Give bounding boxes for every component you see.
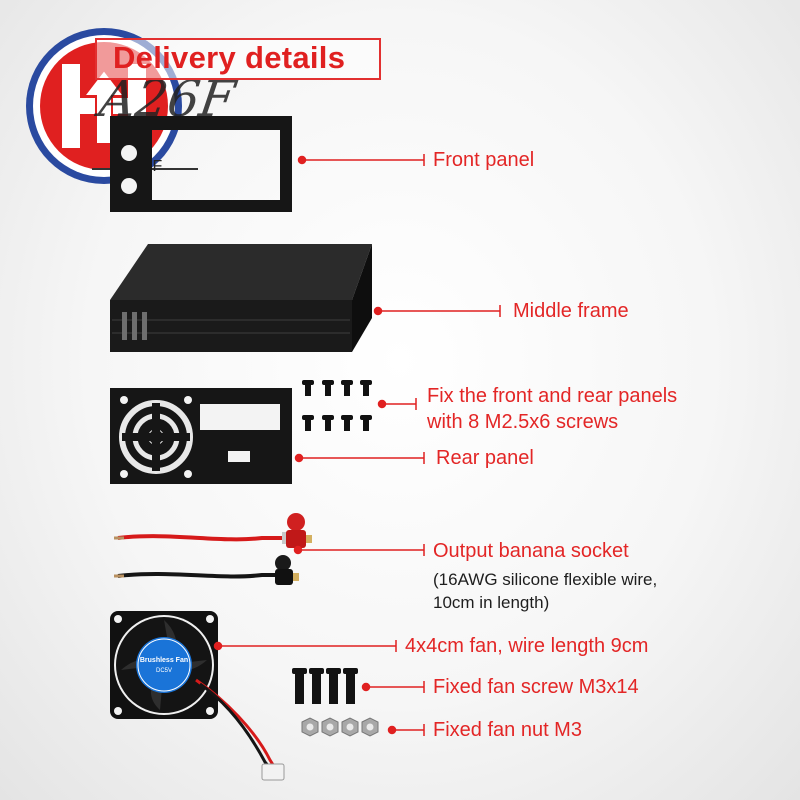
note-wire-line1: (16AWG silicone flexible wire, [433, 570, 658, 589]
note-wire-line2: 10cm in length) [433, 593, 550, 612]
label-screws-line1: Fix the front and rear panels [427, 385, 678, 407]
callouts [213, 154, 501, 736]
title-frame [95, 38, 381, 80]
label-fan: 4x4cm fan, wire length 9cm [405, 635, 649, 657]
label-banana-socket: Output banana socket [433, 540, 629, 562]
label-rear-panel: Rear panel [436, 447, 534, 469]
front-panel-image [110, 116, 292, 212]
label-front-panel: Front panel [433, 149, 535, 171]
fan-screws-image [292, 668, 358, 704]
label-fan-nut: Fixed fan nut M3 [433, 719, 582, 741]
label-screws-line2: with 8 M2.5x6 screws [427, 411, 619, 433]
banana-socket-image [114, 513, 312, 585]
fan-sticker-line2: DC5V [156, 668, 172, 674]
fan-sticker-line1: Brushless Fan [140, 657, 188, 664]
label-middle-frame: Middle frame [513, 300, 629, 322]
label-fan-screw: Fixed fan screw M3x14 [433, 676, 639, 698]
middle-frame-image [110, 244, 372, 352]
rear-panel-image [110, 388, 292, 484]
fan-image [110, 611, 285, 781]
fan-nuts-image [301, 717, 379, 737]
page-title: Delivery details [113, 40, 346, 75]
panel-screws-image [302, 380, 372, 431]
